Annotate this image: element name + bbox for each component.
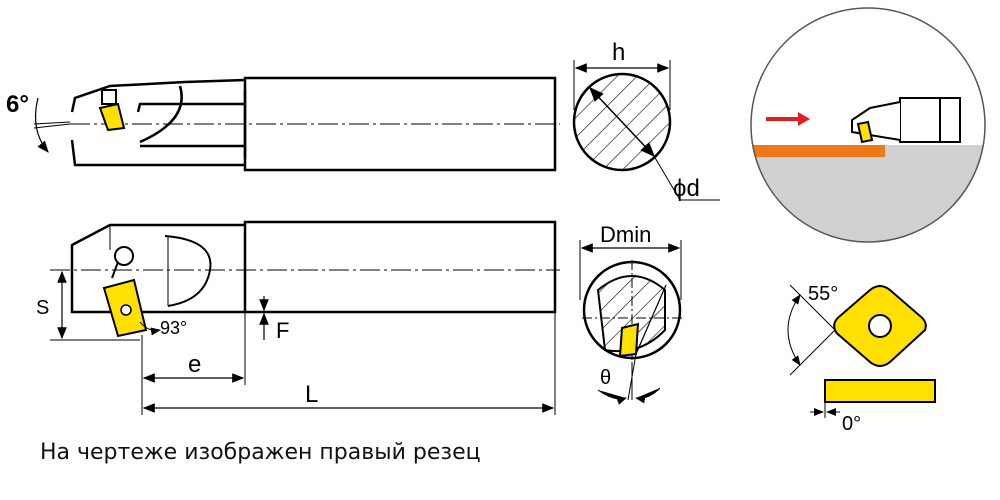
l-label: L (305, 381, 318, 408)
dmin-label: Dmin (600, 222, 651, 247)
angle-0-label: 0° (842, 413, 861, 435)
dmin-section (579, 240, 684, 405)
angle-55-label: 55° (808, 283, 838, 305)
phi-d-label: ϕd (673, 175, 700, 202)
application-illustration (750, 7, 986, 243)
insert-geometry (787, 284, 936, 418)
side-view-tool (50, 220, 560, 415)
angle-6-label: 6° (6, 91, 29, 118)
h-label: h (612, 39, 625, 66)
top-view-tool (33, 76, 560, 172)
shank-section-round (572, 60, 720, 201)
f-label: F (276, 318, 289, 343)
e-label: e (188, 351, 201, 378)
angle-93-label: 93° (160, 318, 187, 338)
caption: На чертеже изображен правый резец (40, 440, 481, 465)
theta-label: θ (600, 367, 611, 389)
s-label: S (36, 297, 49, 319)
